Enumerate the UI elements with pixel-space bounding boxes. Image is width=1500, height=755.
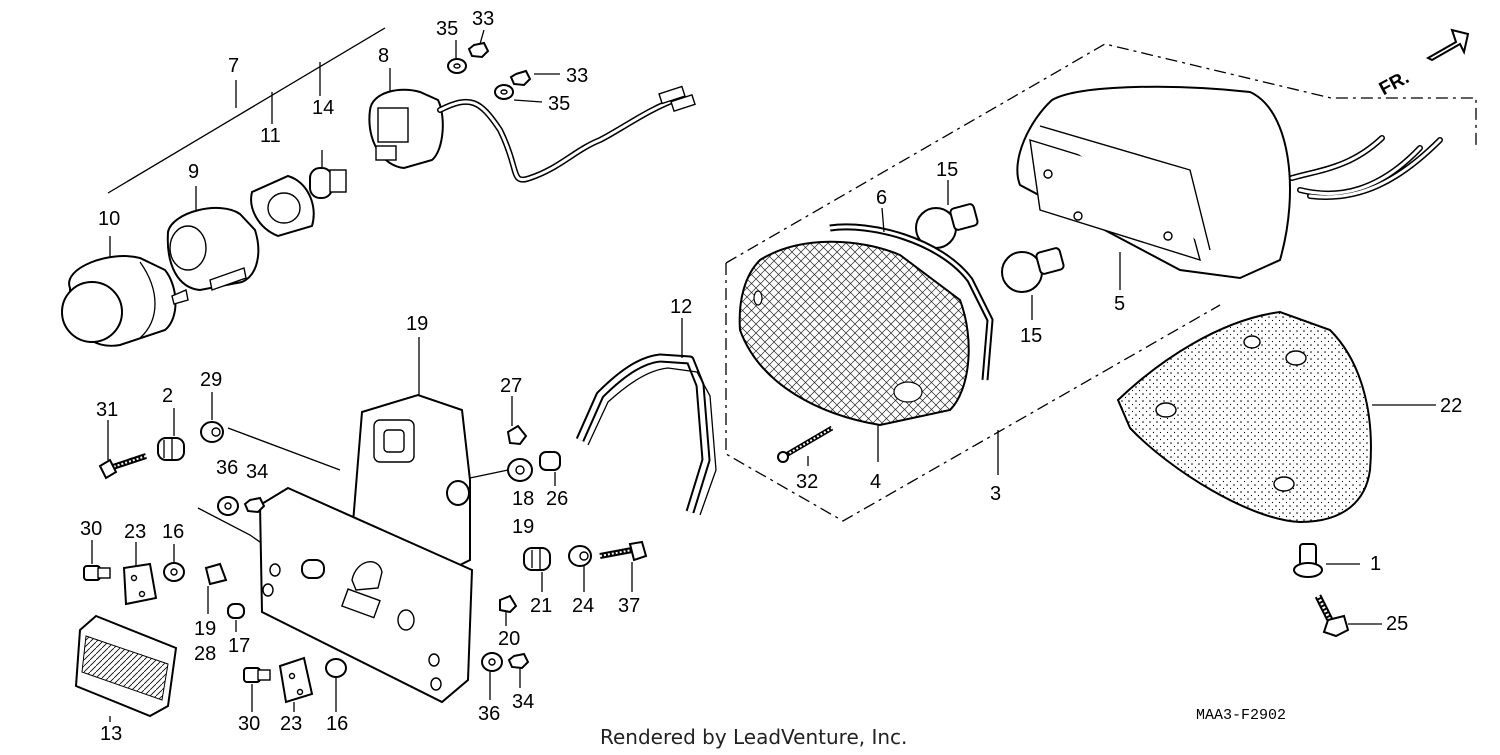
callout-5: 5 bbox=[1114, 293, 1125, 315]
part-10-lens-cap bbox=[61, 255, 189, 347]
callout-16a: 16 bbox=[162, 521, 184, 543]
callout-18: 18 bbox=[512, 488, 534, 510]
diagram-code: MAA3-F2902 bbox=[1196, 707, 1286, 724]
part-4-lens bbox=[738, 240, 970, 462]
left-fasteners bbox=[74, 421, 347, 718]
callout-15a: 15 bbox=[936, 159, 958, 181]
callout-12: 12 bbox=[670, 296, 692, 318]
callout-31: 31 bbox=[96, 399, 118, 421]
callout-27: 27 bbox=[500, 375, 522, 397]
part-12-stay bbox=[575, 318, 717, 516]
callout-30b: 30 bbox=[238, 713, 260, 735]
callout-3: 3 bbox=[990, 483, 1001, 505]
parts-1-25-fasteners bbox=[1293, 543, 1382, 638]
callout-23b: 23 bbox=[280, 713, 302, 735]
callout-1: 1 bbox=[1370, 553, 1381, 575]
callout-4: 4 bbox=[870, 471, 881, 493]
callout-22: 22 bbox=[1440, 395, 1462, 417]
callout-7: 7 bbox=[228, 55, 239, 77]
callout-6: 6 bbox=[876, 187, 887, 209]
callout-23a: 23 bbox=[124, 521, 146, 543]
callout-36b: 36 bbox=[478, 703, 500, 725]
part-32-screw bbox=[777, 425, 834, 463]
callout-2: 2 bbox=[162, 385, 173, 407]
callout-34b: 34 bbox=[512, 691, 534, 713]
assembly-brackets bbox=[107, 27, 1477, 571]
callout-28: 28 bbox=[194, 643, 216, 665]
part-5-housing bbox=[1016, 85, 1443, 290]
callout-34a: 34 bbox=[246, 461, 268, 483]
callout-11: 11 bbox=[260, 125, 281, 147]
direction-label: FR. bbox=[1376, 67, 1413, 100]
callout-29: 29 bbox=[200, 369, 222, 391]
callout-26: 26 bbox=[546, 488, 568, 510]
callout-19c: 19 bbox=[194, 618, 216, 640]
callout-15b: 15 bbox=[1020, 325, 1042, 347]
callout-35a: 35 bbox=[436, 18, 458, 40]
callout-36a: 36 bbox=[216, 457, 238, 479]
part-6-gasket bbox=[829, 207, 994, 381]
callout-17: 17 bbox=[228, 635, 250, 657]
callout-8: 8 bbox=[378, 45, 389, 67]
callout-16b: 16 bbox=[326, 713, 348, 735]
footer-credit: Rendered by LeadVenture, Inc. bbox=[600, 725, 907, 749]
part-15-bulbs bbox=[915, 180, 1065, 320]
callout-14: 14 bbox=[312, 97, 334, 119]
callout-25: 25 bbox=[1386, 613, 1408, 635]
callout-33b: 33 bbox=[566, 65, 588, 87]
front-direction-arrow bbox=[1425, 28, 1470, 62]
part-14-bulb bbox=[309, 150, 347, 199]
callout-leaders bbox=[91, 29, 809, 722]
part-22-base-gasket bbox=[1116, 310, 1436, 524]
callout-13: 13 bbox=[100, 723, 122, 745]
middle-fasteners bbox=[469, 424, 648, 672]
callout-labels: 1 2 3 4 5 6 7 8 9 10 11 12 13 14 15 15 1… bbox=[80, 8, 1462, 745]
callout-20: 20 bbox=[498, 628, 520, 650]
washers-top bbox=[447, 41, 560, 103]
callout-24: 24 bbox=[572, 595, 594, 617]
callout-32: 32 bbox=[796, 471, 818, 493]
part-8-socket-harness bbox=[368, 85, 696, 183]
callout-19a: 19 bbox=[406, 313, 428, 335]
part-9-shade bbox=[166, 206, 260, 292]
callout-35b: 35 bbox=[548, 93, 570, 115]
part-19-plate-bracket bbox=[258, 337, 474, 704]
part-11-gasket bbox=[250, 174, 315, 238]
callout-37: 37 bbox=[618, 595, 640, 617]
callout-33a: 33 bbox=[472, 8, 494, 30]
callout-19b: 19 bbox=[512, 516, 534, 538]
callout-30a: 30 bbox=[80, 518, 102, 540]
callout-21: 21 bbox=[530, 595, 552, 617]
callout-9: 9 bbox=[188, 161, 199, 183]
callout-10: 10 bbox=[98, 208, 120, 230]
